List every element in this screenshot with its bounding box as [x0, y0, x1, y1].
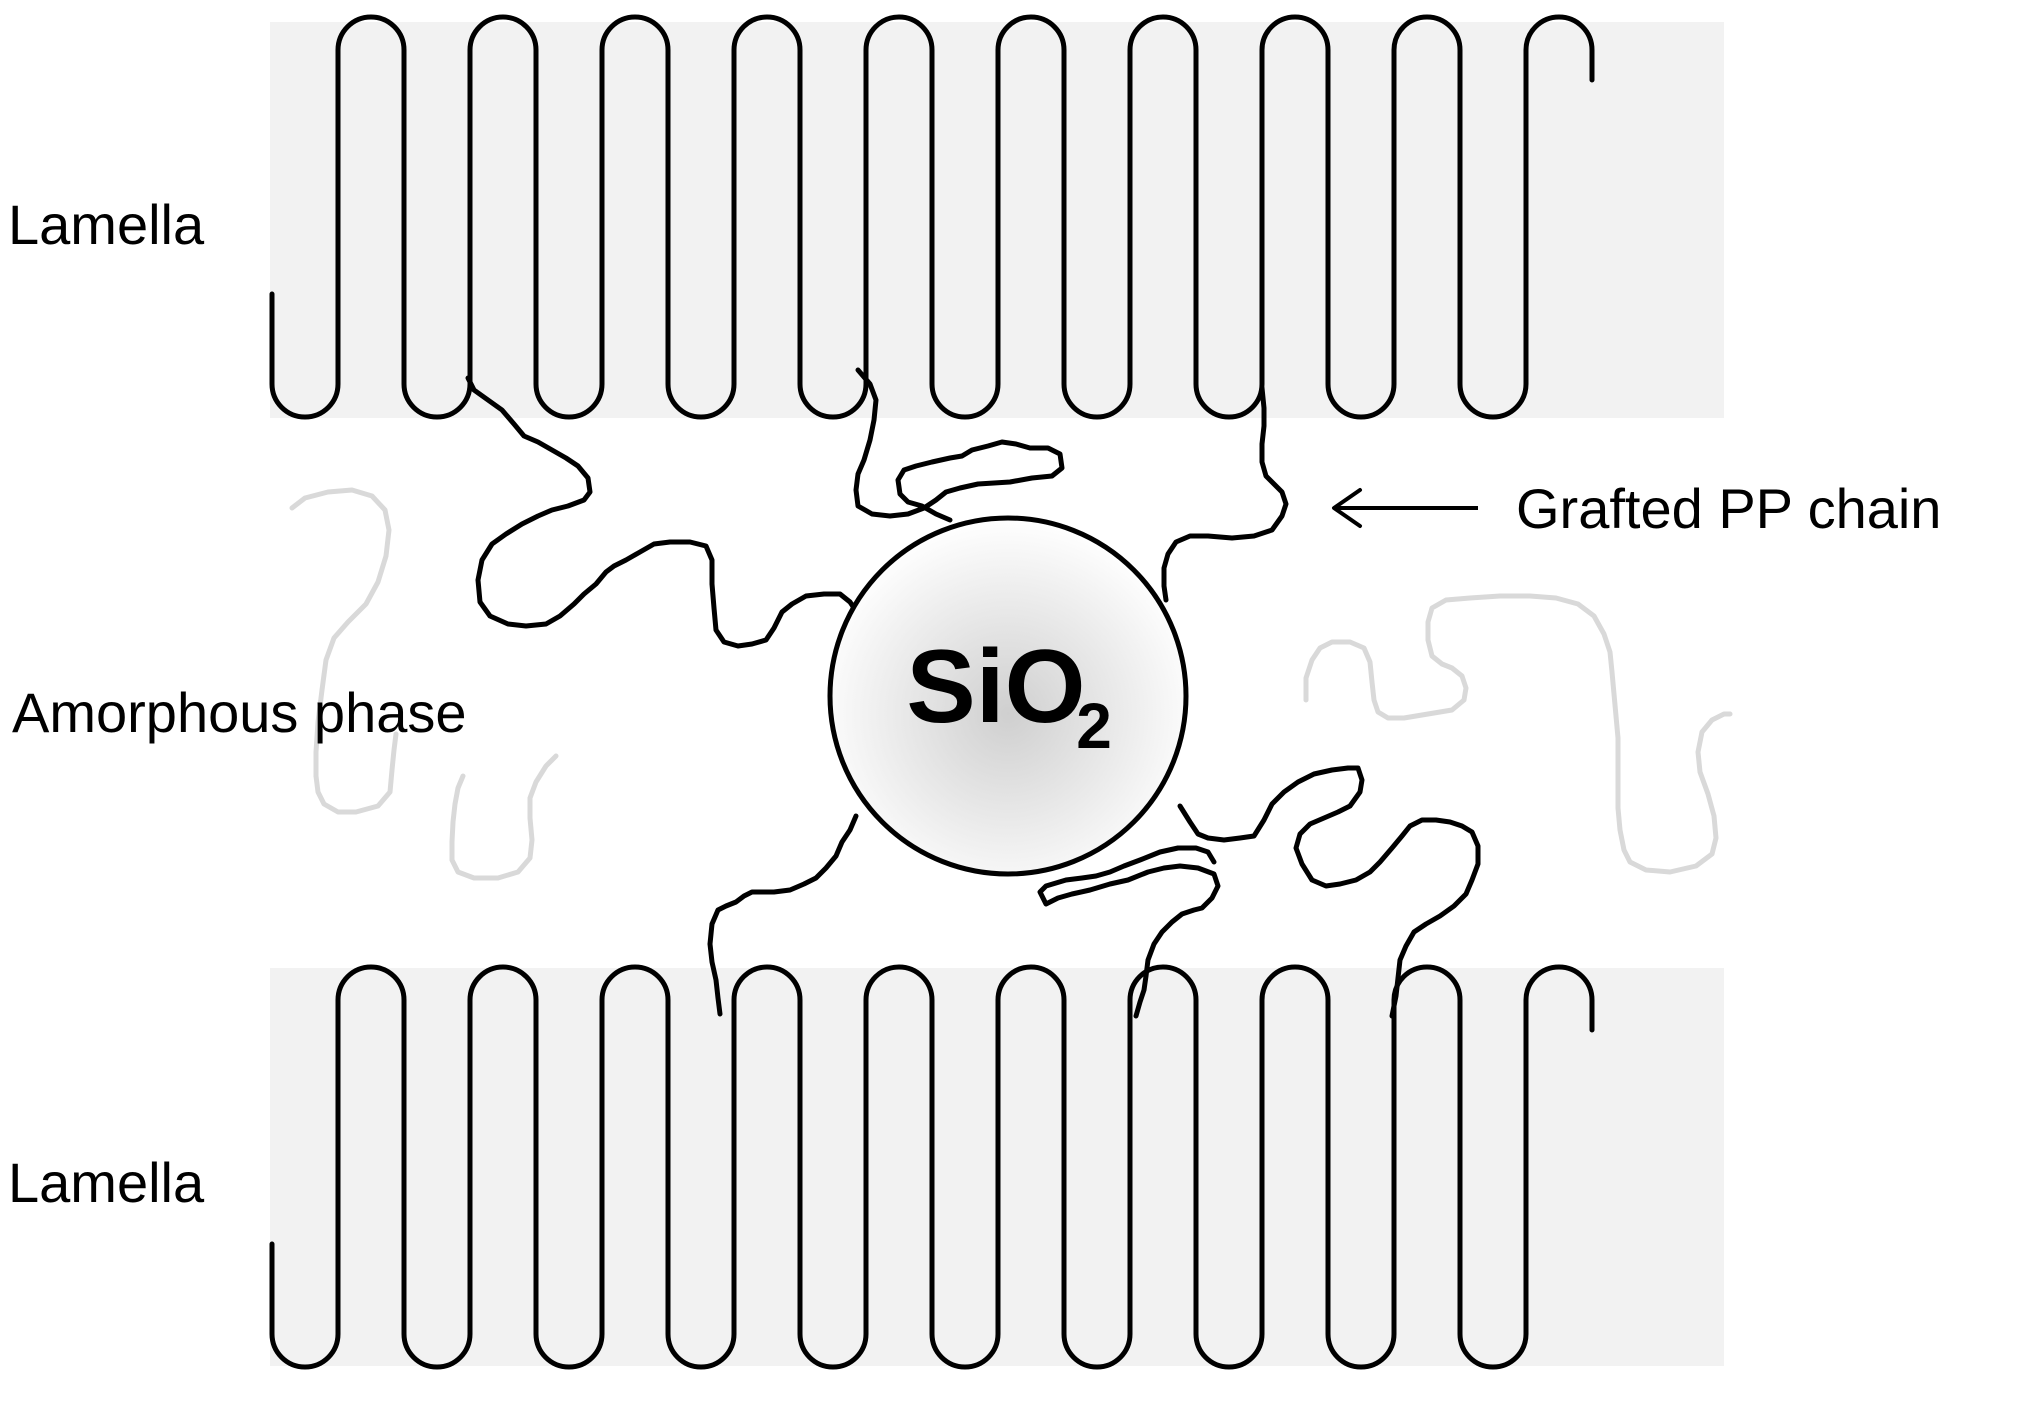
amorphous-chain-left-top: [289, 487, 392, 779]
lamella-top-label: Lamella: [8, 193, 205, 256]
sio2-subscript: 2: [1076, 690, 1112, 762]
amorphous-chain-right-b: [1615, 711, 1733, 875]
grafted-chain-arrow-head: [1332, 488, 1362, 528]
grafted-chain-lower-left: [707, 813, 859, 1017]
lamella-bottom-folded-chain: [269, 964, 1595, 1370]
grafted-chain-label: Grafted PP chain: [1516, 477, 1941, 540]
grafted-chain-upper-right: [1161, 385, 1289, 603]
grafted-chain-upper-center: [853, 367, 1065, 523]
lamella-top-folded-chain: [269, 14, 1595, 420]
amorphous-chains: [289, 487, 1733, 881]
amorphous-chain-left-bottom-a: [313, 731, 399, 815]
grafted-pp-chains: [465, 367, 1481, 1019]
grafted-chain-upper-left: [465, 375, 861, 649]
grafted-chain-lower-right-loop: [1177, 765, 1481, 1019]
sio2-particle: [827, 515, 1189, 877]
grafted-chain-lower-right: [1037, 845, 1221, 1019]
amorphous-chain-left-bottom-b: [449, 753, 559, 881]
lamella-bottom-label: Lamella: [8, 1151, 205, 1214]
amorphous-phase-label: Amorphous phase: [12, 681, 467, 744]
sio2-label: SiO: [906, 629, 1085, 745]
amorphous-chain-right-a: [1303, 593, 1621, 789]
